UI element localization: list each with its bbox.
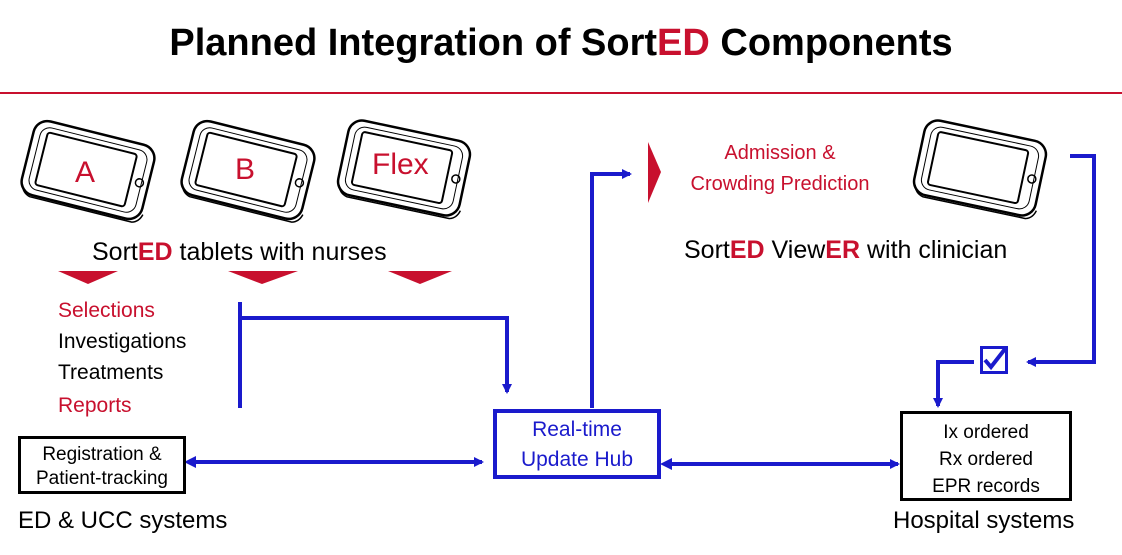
hospital-epr: EPR records — [932, 476, 1040, 497]
tablet-b-label: B — [235, 153, 256, 186]
title-divider — [0, 92, 1122, 94]
hospital-ix: Ix ordered — [943, 422, 1029, 443]
viewer-rest: with clinician — [860, 236, 1008, 264]
checkbox-icon — [980, 346, 1008, 374]
down-arrow-a-icon — [58, 271, 118, 284]
caption-ed: ED — [137, 238, 173, 266]
viewer-er: ER — [825, 236, 861, 264]
caption-rest: tablets with nurses — [172, 238, 387, 266]
viewer-to-checkbox-connector — [1026, 154, 1096, 367]
checkbox-to-hospital-connector — [933, 360, 974, 408]
hub-to-prediction-connector — [590, 169, 632, 408]
hospital-rx: Rx ordered — [939, 449, 1033, 470]
viewer-ed: ED — [729, 236, 765, 264]
ed-systems-label: ED & UCC systems — [18, 507, 228, 534]
viewer-view: View — [764, 236, 826, 264]
tablets-caption: SortED tablets with nurses — [92, 238, 387, 267]
hospital-box: Ix ordered Rx ordered EPR records — [900, 411, 1072, 501]
title-part-ed: ED — [657, 22, 710, 64]
registration-line-1: Registration & — [42, 444, 162, 465]
down-arrow-b-icon — [228, 271, 298, 284]
hospital-systems-label: Hospital systems — [893, 507, 1075, 534]
caption-sort: Sort — [92, 238, 138, 266]
viewer-sort: Sort — [684, 236, 730, 264]
update-hub-box: Real-time Update Hub — [493, 409, 661, 479]
title-part-1: Planned Integration of Sort — [169, 22, 658, 64]
registration-box: Registration & Patient-tracking — [18, 436, 186, 494]
output-selections: Selections — [58, 299, 155, 322]
output-investigations: Investigations — [58, 330, 187, 353]
title-part-3: Components — [709, 22, 953, 64]
hub-line-1: Real-time — [532, 418, 622, 441]
checkmark-icon — [983, 347, 1007, 371]
prediction-line-2: Crowding Prediction — [690, 173, 870, 195]
output-reports: Reports — [58, 394, 132, 417]
tablet-a-label: A — [75, 156, 96, 189]
registration-line-2: Patient-tracking — [35, 468, 168, 489]
prediction-label: Admission & Crowding Prediction — [668, 138, 892, 200]
prediction-marker-icon — [648, 142, 661, 203]
tablet-flex-label: Flex — [372, 148, 429, 181]
hub-line-2: Update Hub — [520, 448, 634, 471]
page-title: Planned Integration of SortED Components — [0, 22, 1122, 65]
prediction-line-1: Admission & — [724, 142, 836, 164]
output-treatments: Treatments — [58, 361, 164, 384]
viewer-tablet-icon — [909, 116, 1052, 222]
viewer-caption: SortED ViewER with clinician — [684, 236, 1007, 265]
outputs-to-hub-connector — [240, 316, 512, 394]
down-arrow-flex-icon — [388, 271, 452, 284]
